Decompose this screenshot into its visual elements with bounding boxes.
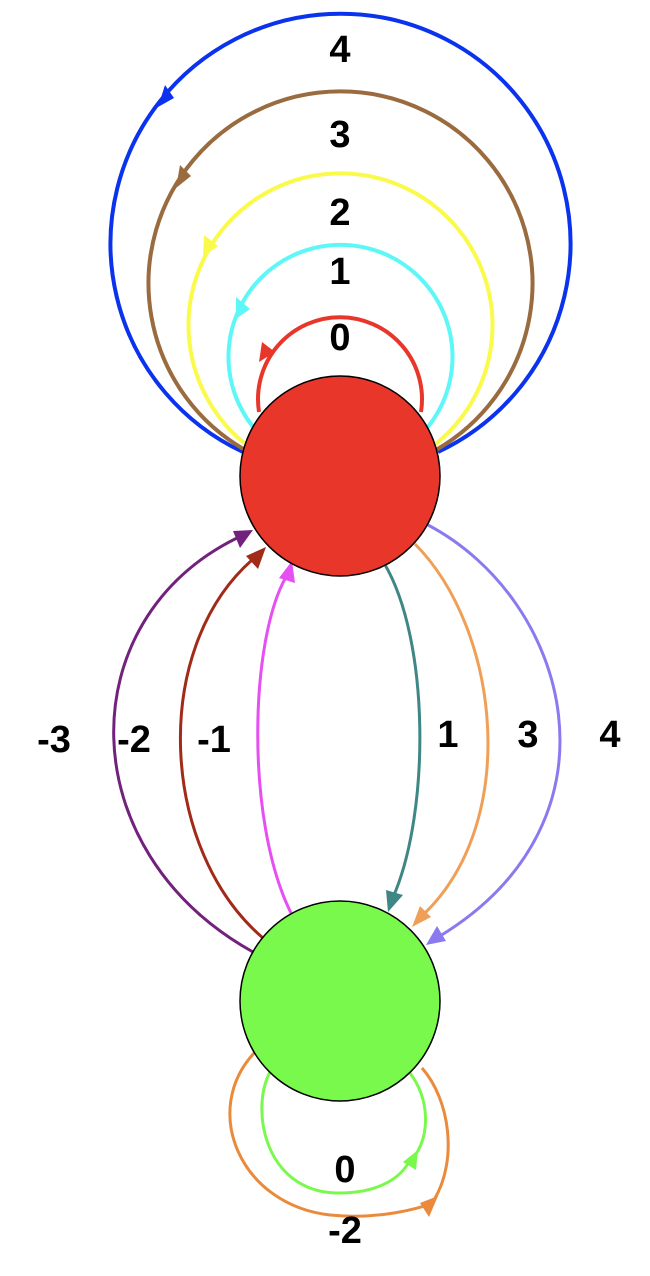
down-edge-4: 4 <box>426 523 621 945</box>
edge-label: 4 <box>599 714 620 756</box>
down-edge-1: 1 <box>382 562 459 912</box>
arrowhead-icon <box>420 1196 438 1217</box>
arrowhead-icon <box>386 890 403 912</box>
arrowhead-icon <box>203 235 218 257</box>
edge-path <box>146 89 535 452</box>
edge-path <box>226 242 455 430</box>
edge-label: -2 <box>117 719 151 761</box>
edge-label: 3 <box>517 714 538 756</box>
edge-path <box>420 1067 450 1201</box>
edge-path <box>179 558 264 940</box>
top-state-node <box>239 375 441 577</box>
edge-label: -2 <box>328 1210 362 1252</box>
arrowhead-icon <box>233 530 253 548</box>
arrowhead-icon <box>176 165 191 188</box>
bottom-self-loop-minus-2: -2 <box>228 1050 450 1252</box>
bottom-state-node <box>239 900 441 1102</box>
arrowhead-icon <box>259 342 275 362</box>
up-edge-minus-1: -1 <box>197 561 295 914</box>
edge-path <box>382 562 422 896</box>
edge-path <box>228 1050 434 1218</box>
edge-path <box>413 542 490 915</box>
top-self-loop-1: 1 <box>226 242 455 430</box>
edge-path <box>256 315 424 413</box>
bottom-self-loop-0: 0 <box>260 1071 427 1195</box>
top-self-loop-4: 4 <box>108 11 573 454</box>
edge-label: 0 <box>334 1149 355 1191</box>
top-self-loop-3: 3 <box>146 89 535 452</box>
arrowhead-icon <box>279 561 295 583</box>
edge-label: 3 <box>329 114 350 156</box>
edge-path <box>108 11 573 454</box>
edge-label: 1 <box>329 251 350 293</box>
edge-label: 4 <box>329 29 350 71</box>
arrowhead-icon <box>412 906 431 927</box>
up-edge-minus-2: -2 <box>117 547 266 940</box>
edge-path <box>112 536 254 954</box>
top-self-loop-2: 2 <box>186 171 495 448</box>
arrowhead-icon <box>426 926 446 945</box>
arrowhead-icon <box>158 85 174 107</box>
up-edge-minus-3: -3 <box>37 530 254 954</box>
edge-label: -1 <box>197 719 231 761</box>
edge-path <box>260 1071 412 1195</box>
arrowhead-icon <box>246 547 266 569</box>
edge-path <box>408 1072 427 1158</box>
edge-path <box>186 171 495 448</box>
down-edge-3: 3 <box>412 542 539 927</box>
top-self-loop-0: 0 <box>256 315 424 413</box>
arrowhead-icon <box>236 297 250 319</box>
edge-label: 1 <box>437 714 458 756</box>
edge-label: -3 <box>37 719 71 761</box>
edge-path <box>256 576 293 914</box>
edge-label: 0 <box>329 317 350 359</box>
edge-path <box>427 523 562 938</box>
edge-label: 2 <box>329 192 350 234</box>
